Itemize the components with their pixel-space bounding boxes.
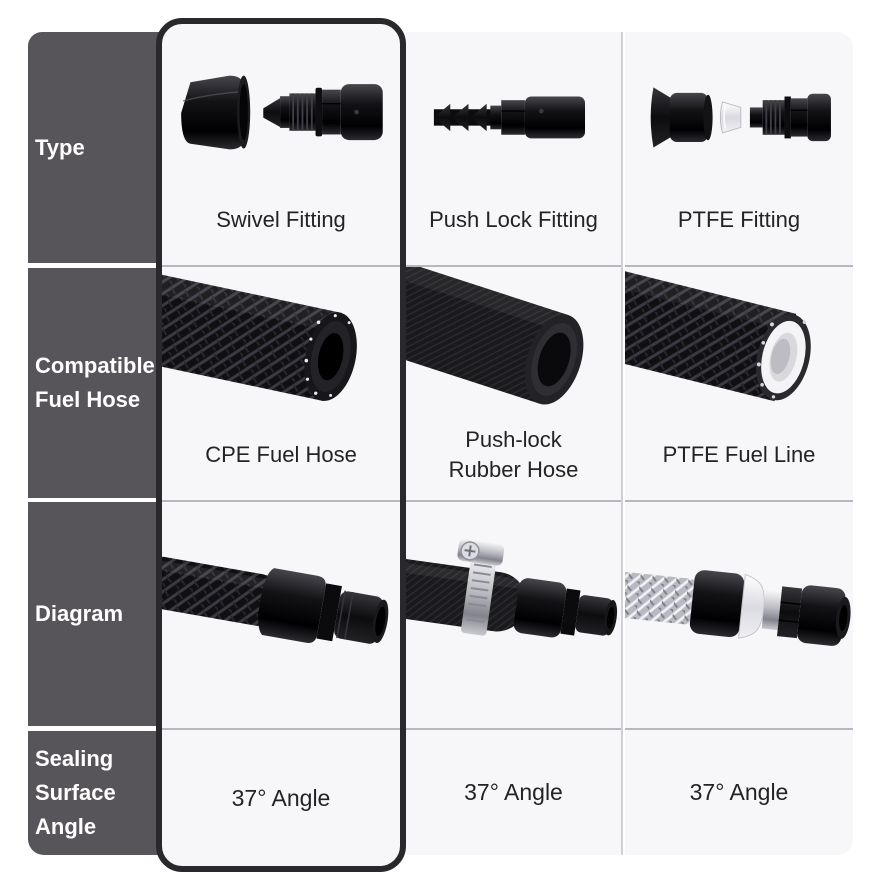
push-lock-rubber-hose-label: Push-lock Rubber Hose — [448, 427, 579, 482]
row-header-compatible-fuel-hose-label: Compatible Fuel Hose — [35, 353, 155, 412]
ptfe-fuel-line-label: PTFE Fuel Line — [662, 442, 816, 467]
ptfe-assembly-photo — [625, 570, 851, 646]
swivel-fitting-caption: Swivel Fitting — [162, 189, 400, 251]
cell-push-lock-angle: 37° Angle — [406, 728, 621, 855]
push-lock-rubber-hose-caption: Push-lock Rubber Hose — [406, 424, 621, 486]
cpe-fuel-hose-photo-wrap — [162, 267, 400, 424]
swivel-fitting-photo-wrap — [162, 24, 400, 189]
cell-swivel-hose: CPE Fuel Hose — [162, 265, 400, 500]
ptfe-angle-value: 37° Angle — [689, 779, 789, 805]
cell-swivel-diagram — [162, 500, 400, 728]
cell-ptfe-diagram — [625, 500, 853, 728]
column-ptfe-fitting: PTFE Fitting — [625, 32, 853, 855]
cell-push-lock-hose: Push-lock Rubber Hose — [406, 265, 621, 500]
cpe-fuel-hose-label: CPE Fuel Hose — [205, 442, 357, 467]
cell-swivel-type: Swivel Fitting — [162, 24, 400, 265]
cell-ptfe-type: PTFE Fitting — [625, 32, 853, 265]
cell-ptfe-hose: PTFE Fuel Line — [625, 265, 853, 500]
cell-push-lock-type: Push Lock Fitting — [406, 32, 621, 265]
row-header-compatible-fuel-hose: Compatible Fuel Hose — [28, 268, 159, 498]
cell-ptfe-angle: 37° Angle — [625, 728, 853, 855]
ptfe-fuel-line-caption: PTFE Fuel Line — [625, 424, 853, 486]
column-push-lock-fitting: Push Lock Fitting Push-lock Rubber Hose — [406, 32, 623, 855]
push-lock-angle-value: 37° Angle — [464, 779, 563, 805]
ptfe-fuel-line-photo — [625, 267, 811, 402]
push-lock-rubber-hose-photo — [406, 267, 584, 405]
row-header-sealing-surface-angle: Sealing Surface Angle — [28, 731, 159, 855]
row-header-type: Type — [28, 32, 159, 263]
cpe-fuel-hose-caption: CPE Fuel Hose — [162, 424, 400, 486]
row-header-diagram: Diagram — [28, 502, 159, 726]
swivel-fitting-photo — [181, 75, 383, 149]
cpe-fuel-hose-photo — [162, 267, 357, 402]
ptfe-fitting-photo-wrap — [625, 32, 853, 189]
push-lock-assembly-photo — [406, 539, 618, 638]
row-header-diagram-label: Diagram — [35, 601, 124, 626]
ptfe-fitting-label: PTFE Fitting — [677, 207, 801, 232]
push-lock-rubber-hose-photo-wrap — [406, 267, 621, 424]
swivel-fitting-label: Swivel Fitting — [216, 207, 346, 232]
cell-swivel-angle: 37° Angle — [162, 728, 400, 866]
push-lock-fitting-label: Push Lock Fitting — [429, 207, 598, 232]
swivel-assembly-photo — [162, 556, 389, 644]
row-header-type-label: Type — [35, 134, 85, 160]
push-lock-fitting-caption: Push Lock Fitting — [406, 189, 621, 251]
push-lock-fitting-photo — [433, 96, 585, 138]
ptfe-fuel-line-photo-wrap — [625, 267, 853, 424]
row-header-column: Type Compatible Fuel Hose Diagram Sealin… — [28, 32, 159, 855]
row-header-sealing-surface-angle-label: Sealing Surface Angle — [35, 746, 116, 839]
ptfe-fitting-caption: PTFE Fitting — [625, 189, 853, 251]
swivel-angle-value: 37° Angle — [231, 784, 331, 811]
cell-push-lock-diagram — [406, 500, 621, 728]
column-swivel-fitting-highlighted: Swivel Fitting — [156, 18, 406, 872]
ptfe-fitting-photo — [650, 86, 831, 147]
push-lock-fitting-photo-wrap — [406, 32, 621, 189]
